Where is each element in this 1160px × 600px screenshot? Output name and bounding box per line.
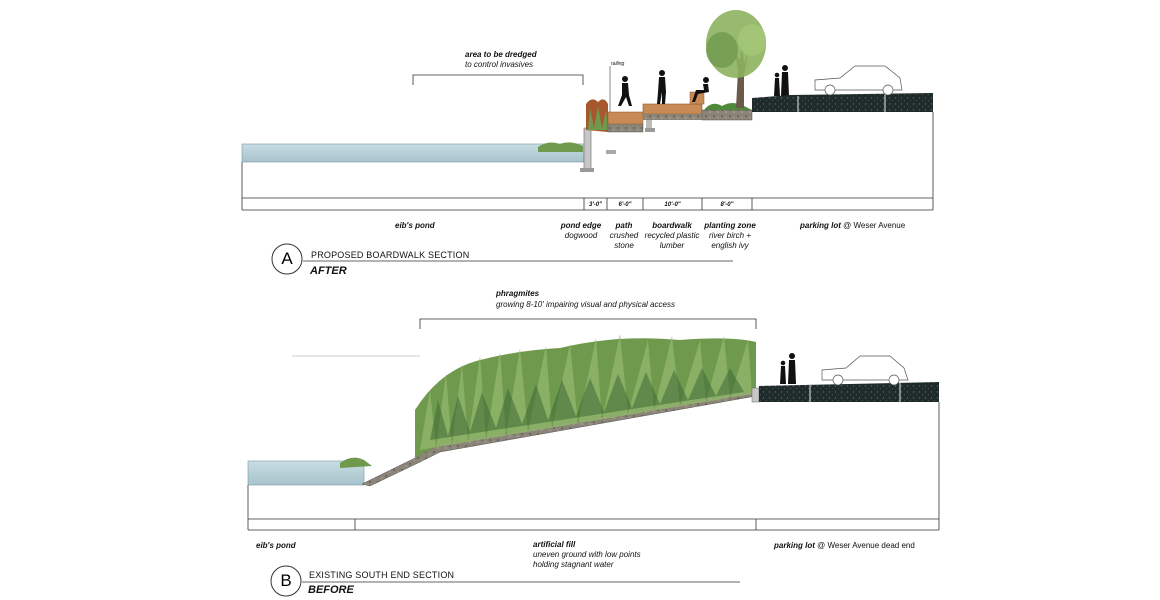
river-birch-tree — [706, 10, 766, 108]
phragmites-vegetation — [415, 334, 756, 458]
parking-label-a: parking lot — [800, 221, 841, 230]
pond-edge-label: pond edge — [560, 221, 602, 230]
zone-pond-a: eib's pond — [395, 221, 435, 230]
parking-sub-a: @ Weser Avenue — [843, 221, 906, 230]
car-outline-b — [821, 355, 909, 381]
people-silhouettes — [618, 65, 789, 106]
dimension-ticks — [583, 198, 753, 210]
fill-sub1: uneven ground with low points — [533, 550, 641, 559]
dim-boardwalk: 10'-0" — [664, 202, 681, 208]
zone-pond-edge: pond edge dogwood — [556, 221, 606, 241]
section-b-letter: B — [280, 571, 292, 590]
zone-planting: planting zone river birch + english ivy — [700, 221, 760, 251]
pond-edge-sub: dogwood — [564, 231, 598, 240]
planting-sub1: river birch + — [708, 231, 751, 240]
boardwalk-sub1: recycled plastic — [644, 231, 700, 240]
path-label: path — [615, 221, 633, 230]
path-base — [607, 123, 644, 133]
zone-boardwalk: boardwalk recycled plastic lumber — [641, 221, 703, 251]
parking-label-b: parking lot — [774, 541, 815, 550]
section-b-title: EXISTING SOUTH END SECTION — [309, 570, 455, 580]
phragmites-title: phragmites — [496, 289, 540, 298]
parking-lot-b — [759, 382, 939, 402]
planting-zone-soil — [701, 109, 753, 121]
dim-path: 6'-0" — [618, 202, 632, 208]
zone-parking-a: parking lot @ Weser Avenue — [800, 221, 905, 231]
section-a-title: PROPOSED BOARDWALK SECTION — [311, 250, 470, 260]
section-a — [241, 10, 934, 275]
section-a-circle — [271, 243, 303, 275]
pond-edge-plants — [538, 142, 583, 152]
parking-lot-a — [752, 93, 933, 112]
dredge-title: area to be dredged — [465, 50, 537, 59]
boardwalk-deck — [642, 103, 703, 115]
railing-label: railing — [611, 61, 625, 67]
pond-edge-wall — [583, 127, 592, 171]
section-b-state: BEFORE — [308, 584, 354, 596]
planting-sub2: english ivy — [711, 241, 749, 250]
dredge-bracket — [412, 74, 584, 85]
parking-sub-b: @ Weser Avenue dead end — [817, 541, 915, 550]
phragmites-bracket — [419, 318, 757, 329]
fill-label: artificial fill — [533, 540, 576, 549]
boardwalk-sub2: lumber — [659, 241, 685, 250]
phragmites-subtitle: growing 8-10' impairing visual and physi… — [496, 300, 675, 309]
boardwalk-label: boardwalk — [652, 221, 692, 230]
planting-label: planting zone — [704, 221, 756, 230]
dim-planting: 8'-0" — [720, 202, 734, 208]
zone-fill: artificial fill uneven ground with low p… — [533, 540, 641, 570]
dim-pond-edge: 3'-0" — [589, 202, 602, 208]
section-b-circle — [270, 565, 302, 597]
dredge-subtitle: to control invasives — [465, 60, 534, 69]
fill-sub2: holding stagnant water — [533, 560, 614, 569]
path-sub1: crushed — [609, 231, 639, 240]
pond-water — [241, 143, 585, 163]
people-silhouettes-b — [780, 353, 796, 384]
section-b — [247, 318, 940, 597]
zone-pond-b: eib's pond — [256, 541, 296, 550]
zone-parking-b: parking lot @ Weser Avenue dead end — [774, 541, 915, 551]
car-outline-a — [814, 65, 903, 91]
section-a-letter: A — [281, 249, 293, 268]
path-sub2: stone — [614, 241, 634, 250]
zone-path: path crushed stone — [604, 221, 644, 251]
section-a-state: AFTER — [310, 265, 347, 277]
